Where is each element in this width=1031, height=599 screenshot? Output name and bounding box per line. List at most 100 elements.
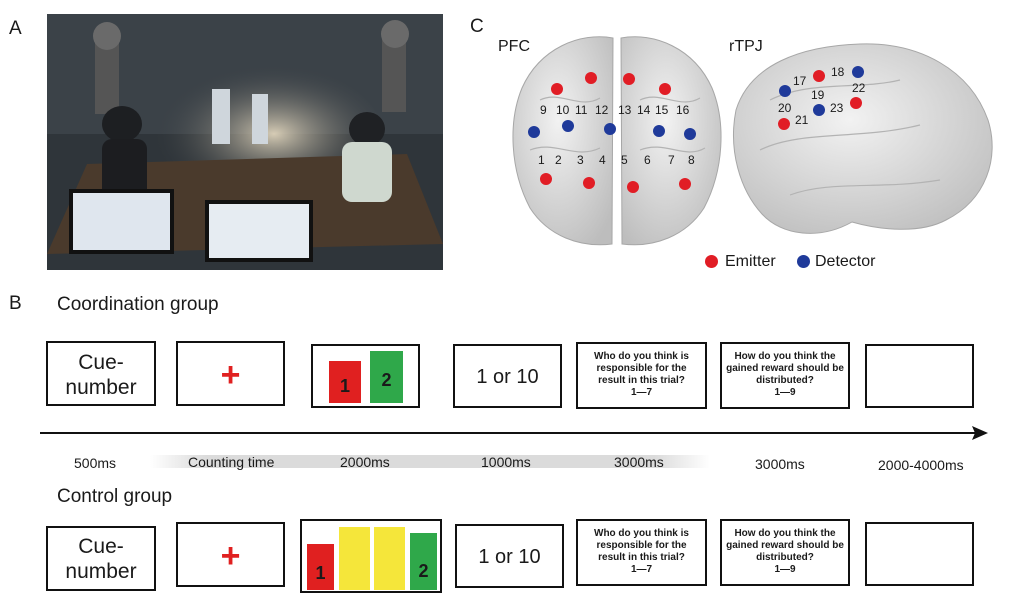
detector-dot xyxy=(562,120,574,132)
panel-label-c: C xyxy=(470,16,484,37)
red-card: 1 xyxy=(329,361,361,403)
blank-box xyxy=(865,522,974,586)
channel-number: 20 xyxy=(778,101,792,115)
channel-number: 1 xyxy=(538,153,545,167)
timing-label: 500ms xyxy=(74,455,117,471)
channel-number: 7 xyxy=(668,153,675,167)
emitter-dot xyxy=(583,177,595,189)
fixation-cross: + xyxy=(220,356,241,394)
responsibility-scale: 1—7 xyxy=(630,387,653,398)
emitter-dot xyxy=(627,181,639,193)
channel-number: 21 xyxy=(795,113,809,127)
pfc-label: PFC xyxy=(498,38,530,55)
responsibility-question-box: Who do you think is responsible for the … xyxy=(576,519,707,586)
distribution-question-text: How do you think the gained reward shoul… xyxy=(726,351,844,386)
channel-number: 6 xyxy=(644,153,651,167)
channel-number: 2 xyxy=(555,153,562,167)
channel-number: 19 xyxy=(811,88,825,102)
feedback-box: 1 or 10 xyxy=(455,524,564,588)
control-group-title: Control group xyxy=(57,486,173,507)
detector-dot xyxy=(604,123,616,135)
fixation-cross: + xyxy=(220,537,241,575)
distribution-question-box: How do you think the gained reward shoul… xyxy=(720,342,850,409)
panel-label-a: A xyxy=(9,18,22,39)
channel-number: 22 xyxy=(852,81,866,95)
channel-number: 18 xyxy=(831,65,845,79)
detector-dot xyxy=(852,66,864,78)
channel-number: 14 xyxy=(637,103,651,117)
emitter-dot xyxy=(551,83,563,95)
feedback-text: 1 or 10 xyxy=(476,366,539,388)
timing-label: 3000ms xyxy=(614,454,664,470)
timing-label: 3000ms xyxy=(755,456,805,472)
responsibility-question-text: Who do you think is responsible for the … xyxy=(594,351,689,386)
detector-dot xyxy=(684,128,696,140)
timing-label: 2000-4000ms xyxy=(878,457,964,473)
channel-number: 11 xyxy=(575,103,588,117)
fixation-box: + xyxy=(176,522,285,587)
detector-dot xyxy=(779,85,791,97)
card-display-box: 1 2 xyxy=(311,344,420,408)
fixation-box: + xyxy=(176,341,285,406)
emitter-dot xyxy=(679,178,691,190)
channel-number: 8 xyxy=(688,153,695,167)
emitter-dot xyxy=(778,118,790,130)
channel-number: 9 xyxy=(540,103,547,117)
cue-number-box: Cue-number xyxy=(46,526,156,591)
emitter-legend-label: Emitter xyxy=(725,253,776,270)
yellow-card xyxy=(374,527,405,590)
green-card: 2 xyxy=(370,351,403,403)
timing-highlight xyxy=(150,455,710,468)
emitter-dot xyxy=(540,173,552,185)
red-card: 1 xyxy=(307,544,334,590)
timing-label: 1000ms xyxy=(481,454,531,470)
detector-dot xyxy=(813,104,825,116)
channel-number: 5 xyxy=(621,153,628,167)
green-card: 2 xyxy=(410,533,437,590)
channel-number: 13 xyxy=(618,103,632,117)
distribution-question-text: How do you think the gained reward shoul… xyxy=(726,528,844,563)
emitter-dot xyxy=(585,72,597,84)
yellow-card xyxy=(339,527,370,590)
lab-photo xyxy=(47,14,443,270)
cue-number-text: Cue-number xyxy=(65,535,137,583)
card-number: 1 xyxy=(339,376,350,396)
responsibility-question-box: Who do you think is responsible for the … xyxy=(576,342,707,409)
feedback-box: 1 or 10 xyxy=(453,344,562,408)
channel-number: 10 xyxy=(556,103,570,117)
channel-number: 23 xyxy=(830,101,844,115)
panel-label-b: B xyxy=(9,293,22,314)
responsibility-question-text: Who do you think is responsible for the … xyxy=(594,528,689,563)
card-number: 1 xyxy=(315,563,326,583)
channel-number: 3 xyxy=(577,153,584,167)
cue-number-box: Cue-number xyxy=(46,341,156,406)
timing-label: Counting time xyxy=(188,454,275,470)
brain-diagram xyxy=(512,36,993,246)
distribution-question-box: How do you think the gained reward shoul… xyxy=(720,519,850,586)
emitter-dot xyxy=(813,70,825,82)
card-display-box: 1 2 xyxy=(300,519,442,593)
detector-legend-icon xyxy=(797,255,810,268)
blank-box xyxy=(865,344,974,408)
emitter-legend-icon xyxy=(705,255,718,268)
channel-number: 4 xyxy=(599,153,606,167)
distribution-scale: 1—9 xyxy=(774,387,796,398)
detector-legend-label: Detector xyxy=(815,253,876,270)
timeline-arrow xyxy=(40,426,988,440)
responsibility-scale: 1—7 xyxy=(630,564,653,575)
channel-number: 17 xyxy=(793,74,807,88)
emitter-dot xyxy=(850,97,862,109)
emitter-dot xyxy=(623,73,635,85)
distribution-scale: 1—9 xyxy=(774,564,796,575)
cue-number-text: Cue-number xyxy=(65,351,137,399)
channel-number: 12 xyxy=(595,103,609,117)
timing-label: 2000ms xyxy=(340,454,390,470)
channel-number: 16 xyxy=(676,103,690,117)
card-number: 2 xyxy=(381,370,392,390)
rtpj-label: rTPJ xyxy=(729,38,763,55)
feedback-text: 1 or 10 xyxy=(478,546,541,568)
detector-dot xyxy=(653,125,665,137)
detector-dot xyxy=(528,126,540,138)
coordination-group-title: Coordination group xyxy=(57,294,219,315)
